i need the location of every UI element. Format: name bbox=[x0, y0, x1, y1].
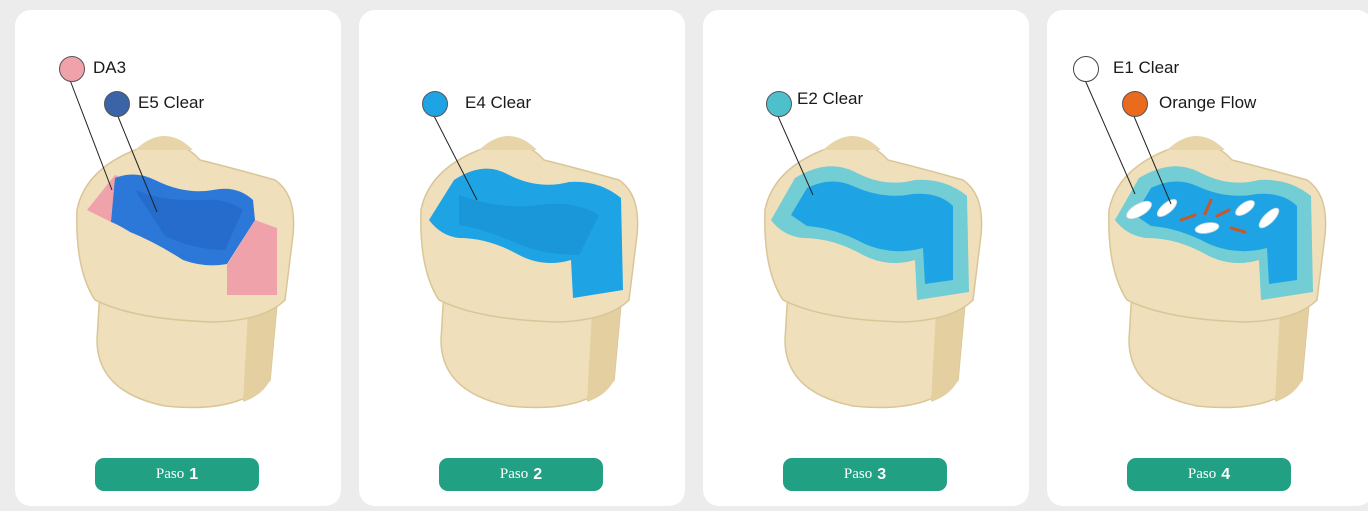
legend-dot-e4-clear bbox=[422, 91, 448, 117]
step-number: 3 bbox=[877, 466, 886, 484]
legend-dot-e1-clear bbox=[1073, 56, 1099, 82]
step-word: Paso bbox=[1188, 466, 1216, 483]
step-badge-2: Paso 2 bbox=[439, 458, 603, 491]
step-card-2: E4 Clear Paso 2 bbox=[359, 10, 685, 506]
legend-dot-orange-flow bbox=[1122, 91, 1148, 117]
legend-label-e2-clear: E2 Clear bbox=[797, 89, 863, 109]
tooth-illustration-1 bbox=[15, 10, 341, 506]
tooth-illustration-4 bbox=[1047, 10, 1368, 506]
step-number: 2 bbox=[533, 466, 542, 484]
step-word: Paso bbox=[844, 466, 872, 483]
step-number: 1 bbox=[189, 466, 198, 484]
legend-dot-da3 bbox=[59, 56, 85, 82]
legend-label-e5-clear: E5 Clear bbox=[138, 93, 204, 113]
legend-label-e4-clear: E4 Clear bbox=[465, 93, 531, 113]
tooth-illustration-2 bbox=[359, 10, 685, 506]
step-badge-4: Paso 4 bbox=[1127, 458, 1291, 491]
step-card-3: E2 Clear Paso 3 bbox=[703, 10, 1029, 506]
step-card-4: E1 Clear Orange Flow Paso 4 bbox=[1047, 10, 1368, 506]
legend-label-e1-clear: E1 Clear bbox=[1113, 58, 1179, 78]
step-word: Paso bbox=[500, 466, 528, 483]
step-badge-1: Paso 1 bbox=[95, 458, 259, 491]
legend-dot-e5-clear bbox=[104, 91, 130, 117]
legend-label-da3: DA3 bbox=[93, 58, 126, 78]
step-word: Paso bbox=[156, 466, 184, 483]
step-badge-3: Paso 3 bbox=[783, 458, 947, 491]
legend-dot-e2-clear bbox=[766, 91, 792, 117]
step-card-1: DA3 E5 Clear Paso 1 bbox=[15, 10, 341, 506]
tooth-illustration-3 bbox=[703, 10, 1029, 506]
step-number: 4 bbox=[1221, 466, 1230, 484]
legend-label-orange-flow: Orange Flow bbox=[1159, 93, 1256, 113]
